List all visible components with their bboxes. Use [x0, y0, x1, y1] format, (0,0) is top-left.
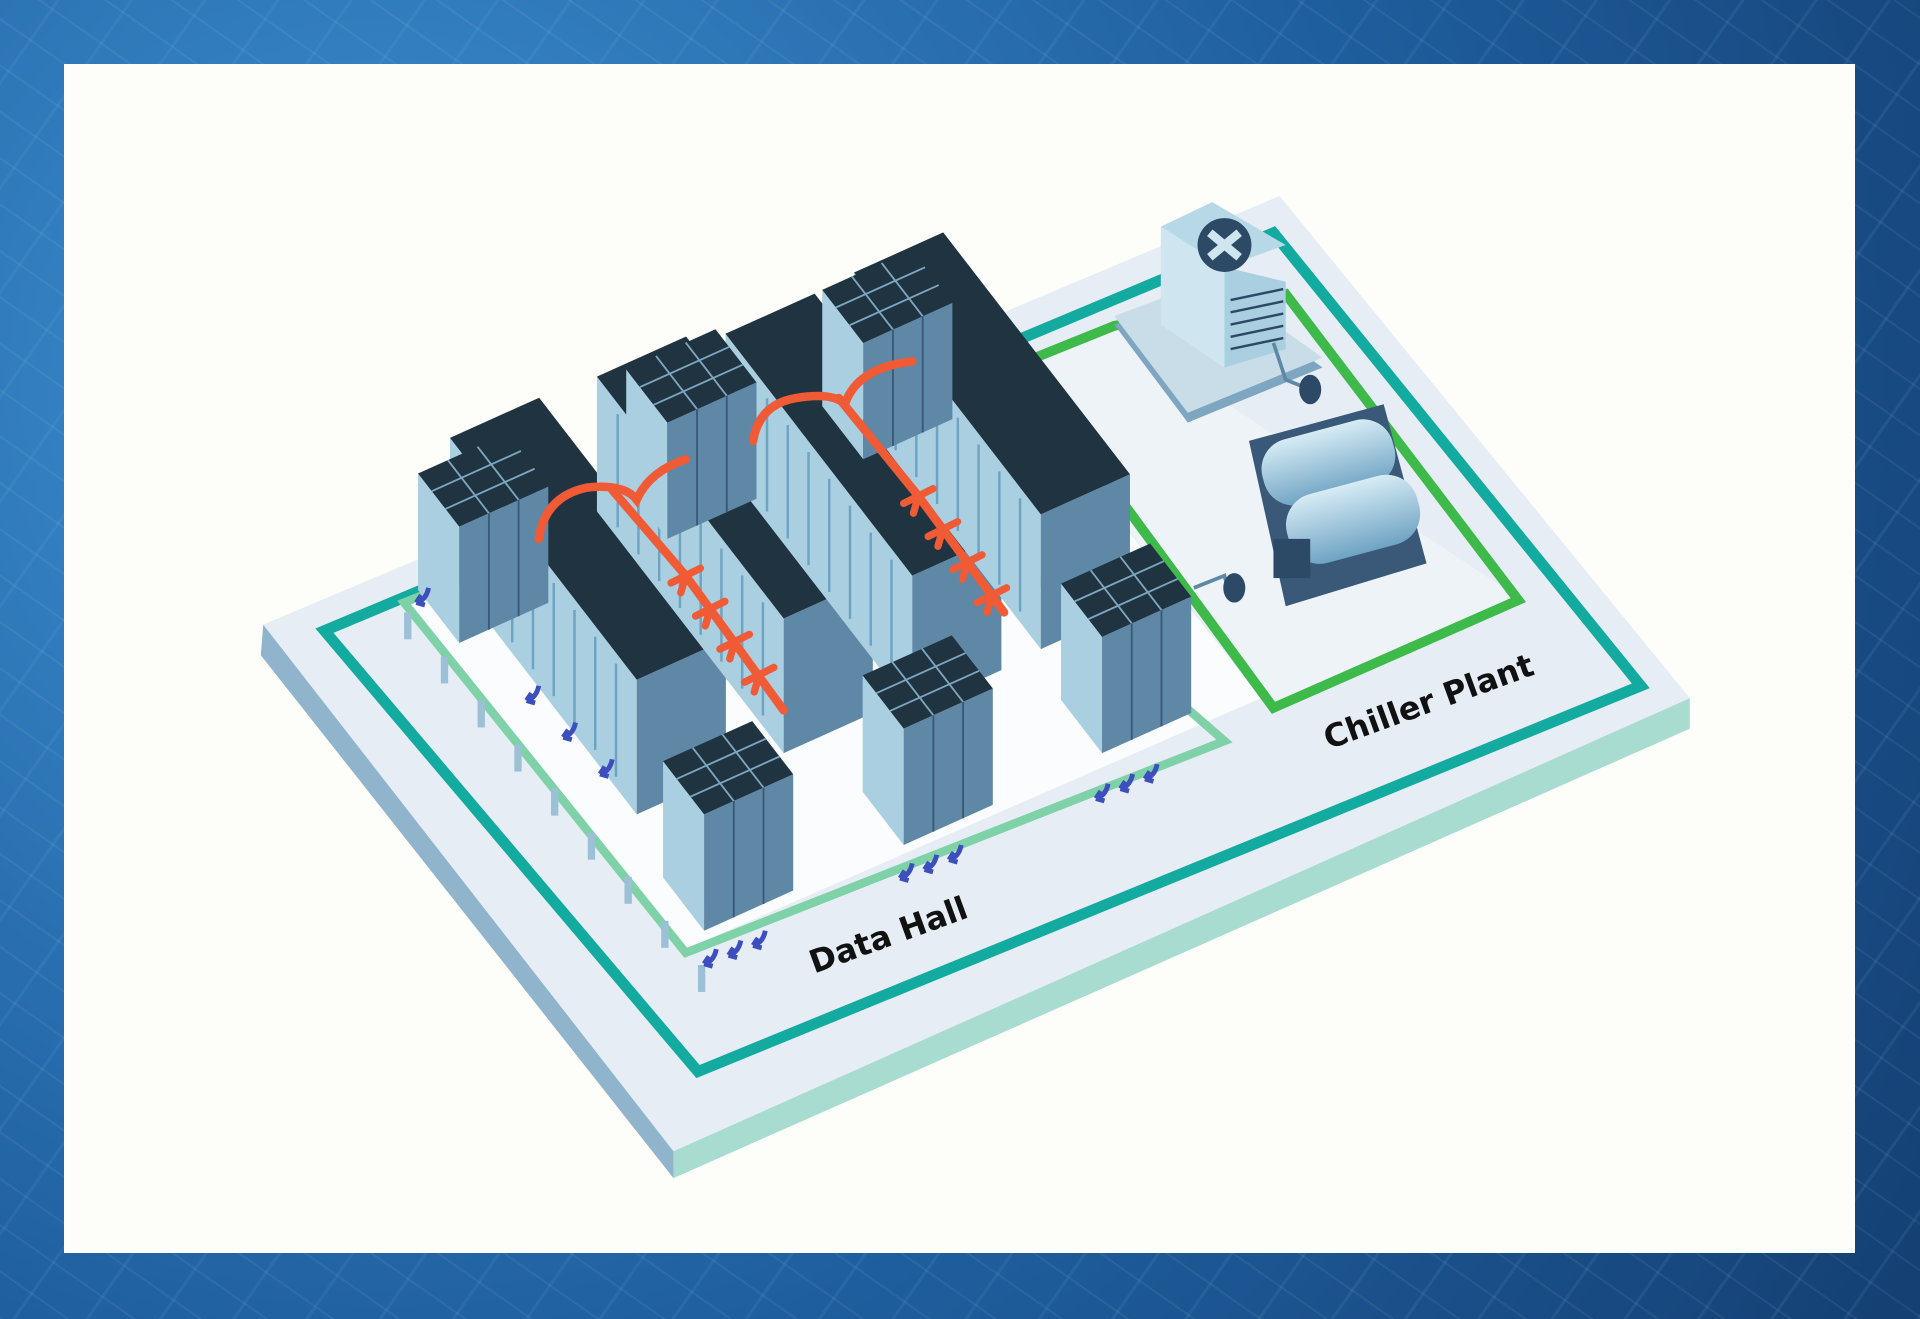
grid-line	[655, 355, 698, 410]
rack-front	[459, 486, 549, 643]
airflow-arrow-icon	[922, 854, 940, 875]
support-leg	[661, 920, 669, 948]
hot-air-pipe	[748, 357, 917, 446]
grid-line	[690, 755, 780, 798]
rack-side	[663, 761, 705, 931]
pump	[1299, 374, 1322, 405]
grid-line	[835, 266, 926, 309]
hot-air-branch	[691, 597, 729, 630]
pump	[1223, 573, 1246, 603]
rack-front	[704, 774, 794, 931]
airflow-arrow-icon	[946, 844, 964, 865]
equipment-layer	[418, 232, 1192, 931]
rack-top	[626, 329, 757, 423]
rack-side	[418, 473, 460, 643]
airflow-arrow-icon	[726, 939, 744, 961]
grid-line	[1074, 560, 1165, 603]
grid-line	[676, 737, 767, 780]
grid-line	[684, 342, 728, 397]
floor-supports	[404, 612, 706, 992]
grid-line	[445, 467, 536, 510]
airflow-arrow-icon	[561, 721, 578, 743]
grid-line	[921, 648, 964, 703]
grid-line	[653, 363, 744, 406]
grid-line	[691, 747, 735, 802]
hot-air-branch	[667, 564, 705, 597]
airflow-arrow-icon	[751, 930, 768, 951]
grid-line	[1119, 556, 1163, 611]
rack-front	[667, 382, 757, 539]
grid-line	[1089, 569, 1133, 625]
rack-top	[862, 635, 993, 729]
support-leg	[551, 788, 559, 816]
airflow-arrow-icon	[524, 685, 542, 706]
cooling-unit	[626, 329, 757, 539]
hot-air-branches	[667, 485, 1011, 696]
chiller-icon	[1193, 342, 1427, 607]
rack-front	[903, 688, 993, 846]
grid-line	[849, 284, 940, 327]
grid-line	[891, 661, 935, 716]
cooling-unit	[1061, 543, 1192, 754]
chiller-control-box	[1273, 538, 1311, 579]
chiller-plant-floor	[1001, 328, 1519, 708]
cold-airflow-arrows	[414, 587, 1160, 969]
hot-air-branch	[973, 584, 1011, 617]
cooling-unit	[663, 721, 794, 931]
airflow-arrow-icon	[414, 587, 431, 608]
airflow-arrow-icon	[897, 862, 915, 883]
airflow-arrow-icon	[1118, 773, 1136, 794]
hot-air-branch	[900, 485, 937, 517]
airflow-arrow-icon	[1093, 783, 1111, 804]
support-leg	[477, 700, 485, 728]
grid-line	[447, 459, 490, 514]
platform-side-front	[673, 698, 1690, 1179]
tower-louvers	[1230, 287, 1284, 351]
cooling-tower	[1114, 202, 1323, 423]
support-leg	[514, 744, 522, 772]
rack-front	[1102, 596, 1192, 754]
grid-line	[880, 262, 924, 317]
hot-air-branch	[924, 518, 962, 550]
rack-front	[863, 302, 953, 460]
rack-side	[862, 675, 904, 846]
support-leg	[587, 832, 596, 860]
rack-top	[822, 249, 953, 343]
hot-air-branch	[948, 551, 986, 583]
support-leg	[404, 612, 412, 640]
grid-line	[639, 346, 730, 388]
grid-line	[476, 446, 520, 501]
rack-top	[663, 721, 794, 815]
cooling-unit	[822, 249, 953, 460]
grid-line	[875, 652, 966, 695]
cooling-unit	[862, 635, 993, 846]
grid-line	[1087, 578, 1178, 620]
hot-air-branch	[740, 663, 778, 696]
grid-line	[431, 450, 522, 493]
grid-line	[851, 275, 894, 331]
support-leg	[440, 656, 449, 684]
airflow-arrow-icon	[597, 758, 615, 779]
support-leg	[624, 876, 632, 904]
airflow-arrow-icon	[702, 948, 719, 969]
cooling-unit	[418, 433, 549, 643]
grid-line	[889, 669, 980, 712]
rack-top	[418, 433, 549, 527]
hot-air-branch	[716, 630, 754, 663]
rack-top	[1061, 543, 1192, 637]
rack-side	[1061, 583, 1103, 754]
chiller-shell-lower	[1285, 474, 1421, 564]
fan-blades	[1207, 229, 1242, 261]
rack-side	[725, 333, 913, 711]
platform-side-left	[260, 624, 674, 1179]
support-leg	[697, 965, 706, 992]
airflow-arrow-icon	[1142, 763, 1160, 784]
grid-line	[721, 733, 765, 789]
